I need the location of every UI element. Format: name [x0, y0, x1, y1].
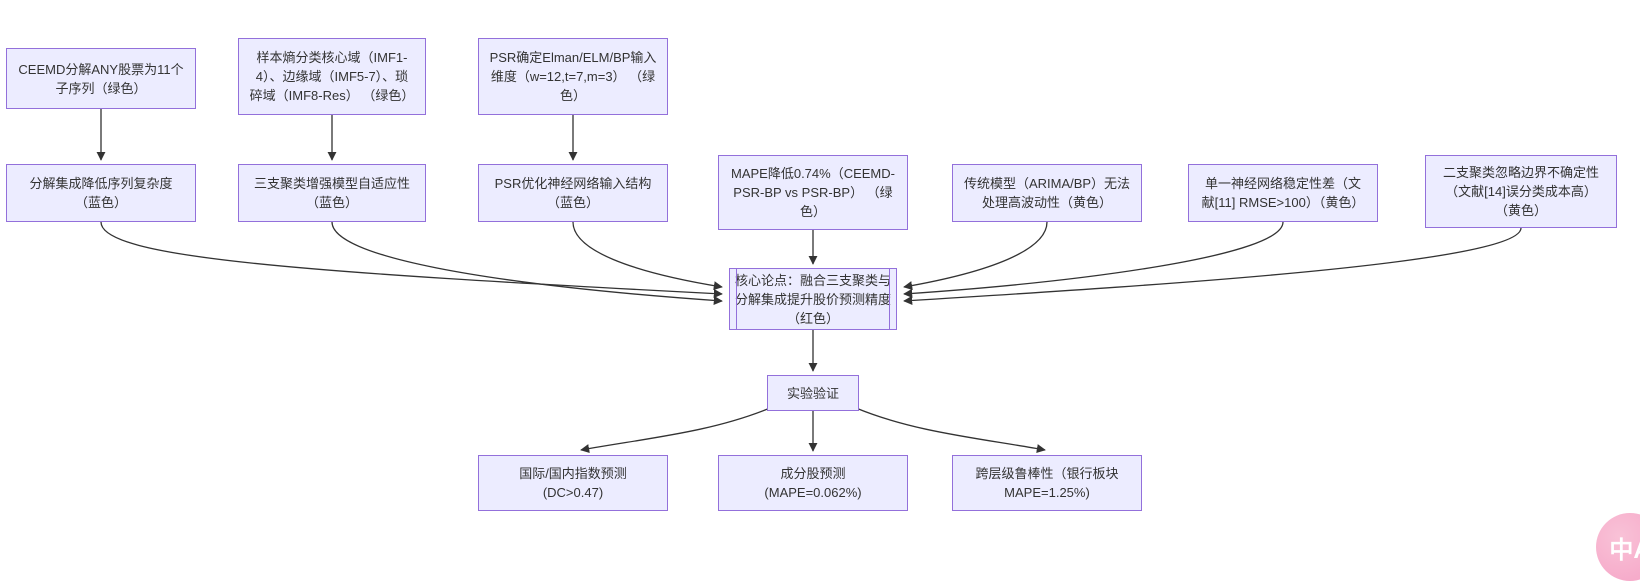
- node-label: PSR优化神经网络输入结构 （蓝色）: [494, 176, 652, 210]
- node-cross-level-robustness: 跨层级鲁棒性（银行板块 MAPE=1.25%): [952, 455, 1142, 511]
- edge-exp-to-robust: [855, 407, 1046, 454]
- node-sample-entropy: 样本熵分类核心域（IMF1- 4）、边缘域（IMF5-7）、琐 碎域（IMF8-…: [238, 38, 426, 115]
- node-label: 实验验证: [786, 385, 839, 401]
- edge-decomp-to-core: [100, 221, 723, 299]
- node-two-way-clustering: 二支聚类忽略边界不确定性 （文献[14]误分类成本高） （黄色）: [1425, 155, 1617, 228]
- node-label: 样本熵分类核心域（IMF1- 4）、边缘域（IMF5-7）、琐 碎域（IMF8-…: [249, 50, 415, 103]
- edge-3way-to-core: [331, 221, 723, 305]
- node-experiment-validation: 实验验证: [767, 375, 859, 411]
- node-label: PSR确定Elman/ELM/BP输入 维度（w=12,t=7,m=3） （绿 …: [489, 50, 657, 103]
- node-three-way-clustering: 三支聚类增强模型自适应性 （蓝色）: [238, 164, 426, 222]
- node-label: 成分股预测 (MAPE=0.062%): [764, 466, 862, 500]
- node-index-prediction: 国际/国内指数预测 (DC>0.47): [478, 455, 668, 511]
- edge-2way-to-core: [903, 227, 1522, 306]
- edge-psropt-to-core: [572, 221, 723, 291]
- edge-trad-to-core: [903, 221, 1048, 291]
- node-single-nn-instability: 单一神经网络稳定性差（文 献[11] RMSE>100）（黄色）: [1188, 164, 1378, 222]
- node-traditional-models: 传统模型（ARIMA/BP）无法 处理高波动性（黄色）: [952, 164, 1142, 222]
- node-label: 单一神经网络稳定性差（文 献[11] RMSE>100）（黄色）: [1201, 176, 1365, 210]
- translate-button-label: 中A: [1609, 536, 1640, 564]
- node-label: 分解集成降低序列复杂度 （蓝色）: [29, 176, 173, 210]
- node-label: 国际/国内指数预测 (DC>0.47): [519, 466, 627, 500]
- node-ceemd-decomposition: CEEMD分解ANY股票为11个 子序列（绿色）: [6, 48, 196, 109]
- node-core-thesis: 核心论点：融合三支聚类与 分解集成提升股价预测精度 （红色）: [729, 268, 897, 330]
- node-psr-dimensions: PSR确定Elman/ELM/BP输入 维度（w=12,t=7,m=3） （绿 …: [478, 38, 668, 115]
- node-mape-reduction: MAPE降低0.74%（CEEMD- PSR-BP vs PSR-BP） （绿 …: [718, 155, 908, 230]
- node-label: MAPE降低0.74%（CEEMD- PSR-BP vs PSR-BP） （绿 …: [731, 166, 895, 219]
- edge-single-to-core: [903, 221, 1284, 298]
- edge-exp-to-index: [580, 407, 771, 454]
- node-decomposition-integration: 分解集成降低序列复杂度 （蓝色）: [6, 164, 196, 222]
- node-label: 三支聚类增强模型自适应性 （蓝色）: [253, 176, 410, 210]
- node-label: 传统模型（ARIMA/BP）无法 处理高波动性（黄色）: [963, 176, 1131, 210]
- node-label: 跨层级鲁棒性（银行板块 MAPE=1.25%): [975, 466, 1119, 500]
- node-label: 核心论点：融合三支聚类与 分解集成提升股价预测精度 （红色）: [734, 272, 891, 326]
- node-psr-optimization: PSR优化神经网络输入结构 （蓝色）: [478, 164, 668, 222]
- node-label: CEEMD分解ANY股票为11个 子序列（绿色）: [18, 61, 184, 96]
- node-constituent-prediction: 成分股预测 (MAPE=0.062%): [718, 455, 908, 511]
- node-label: 二支聚类忽略边界不确定性 （文献[14]误分类成本高） （黄色）: [1442, 165, 1599, 218]
